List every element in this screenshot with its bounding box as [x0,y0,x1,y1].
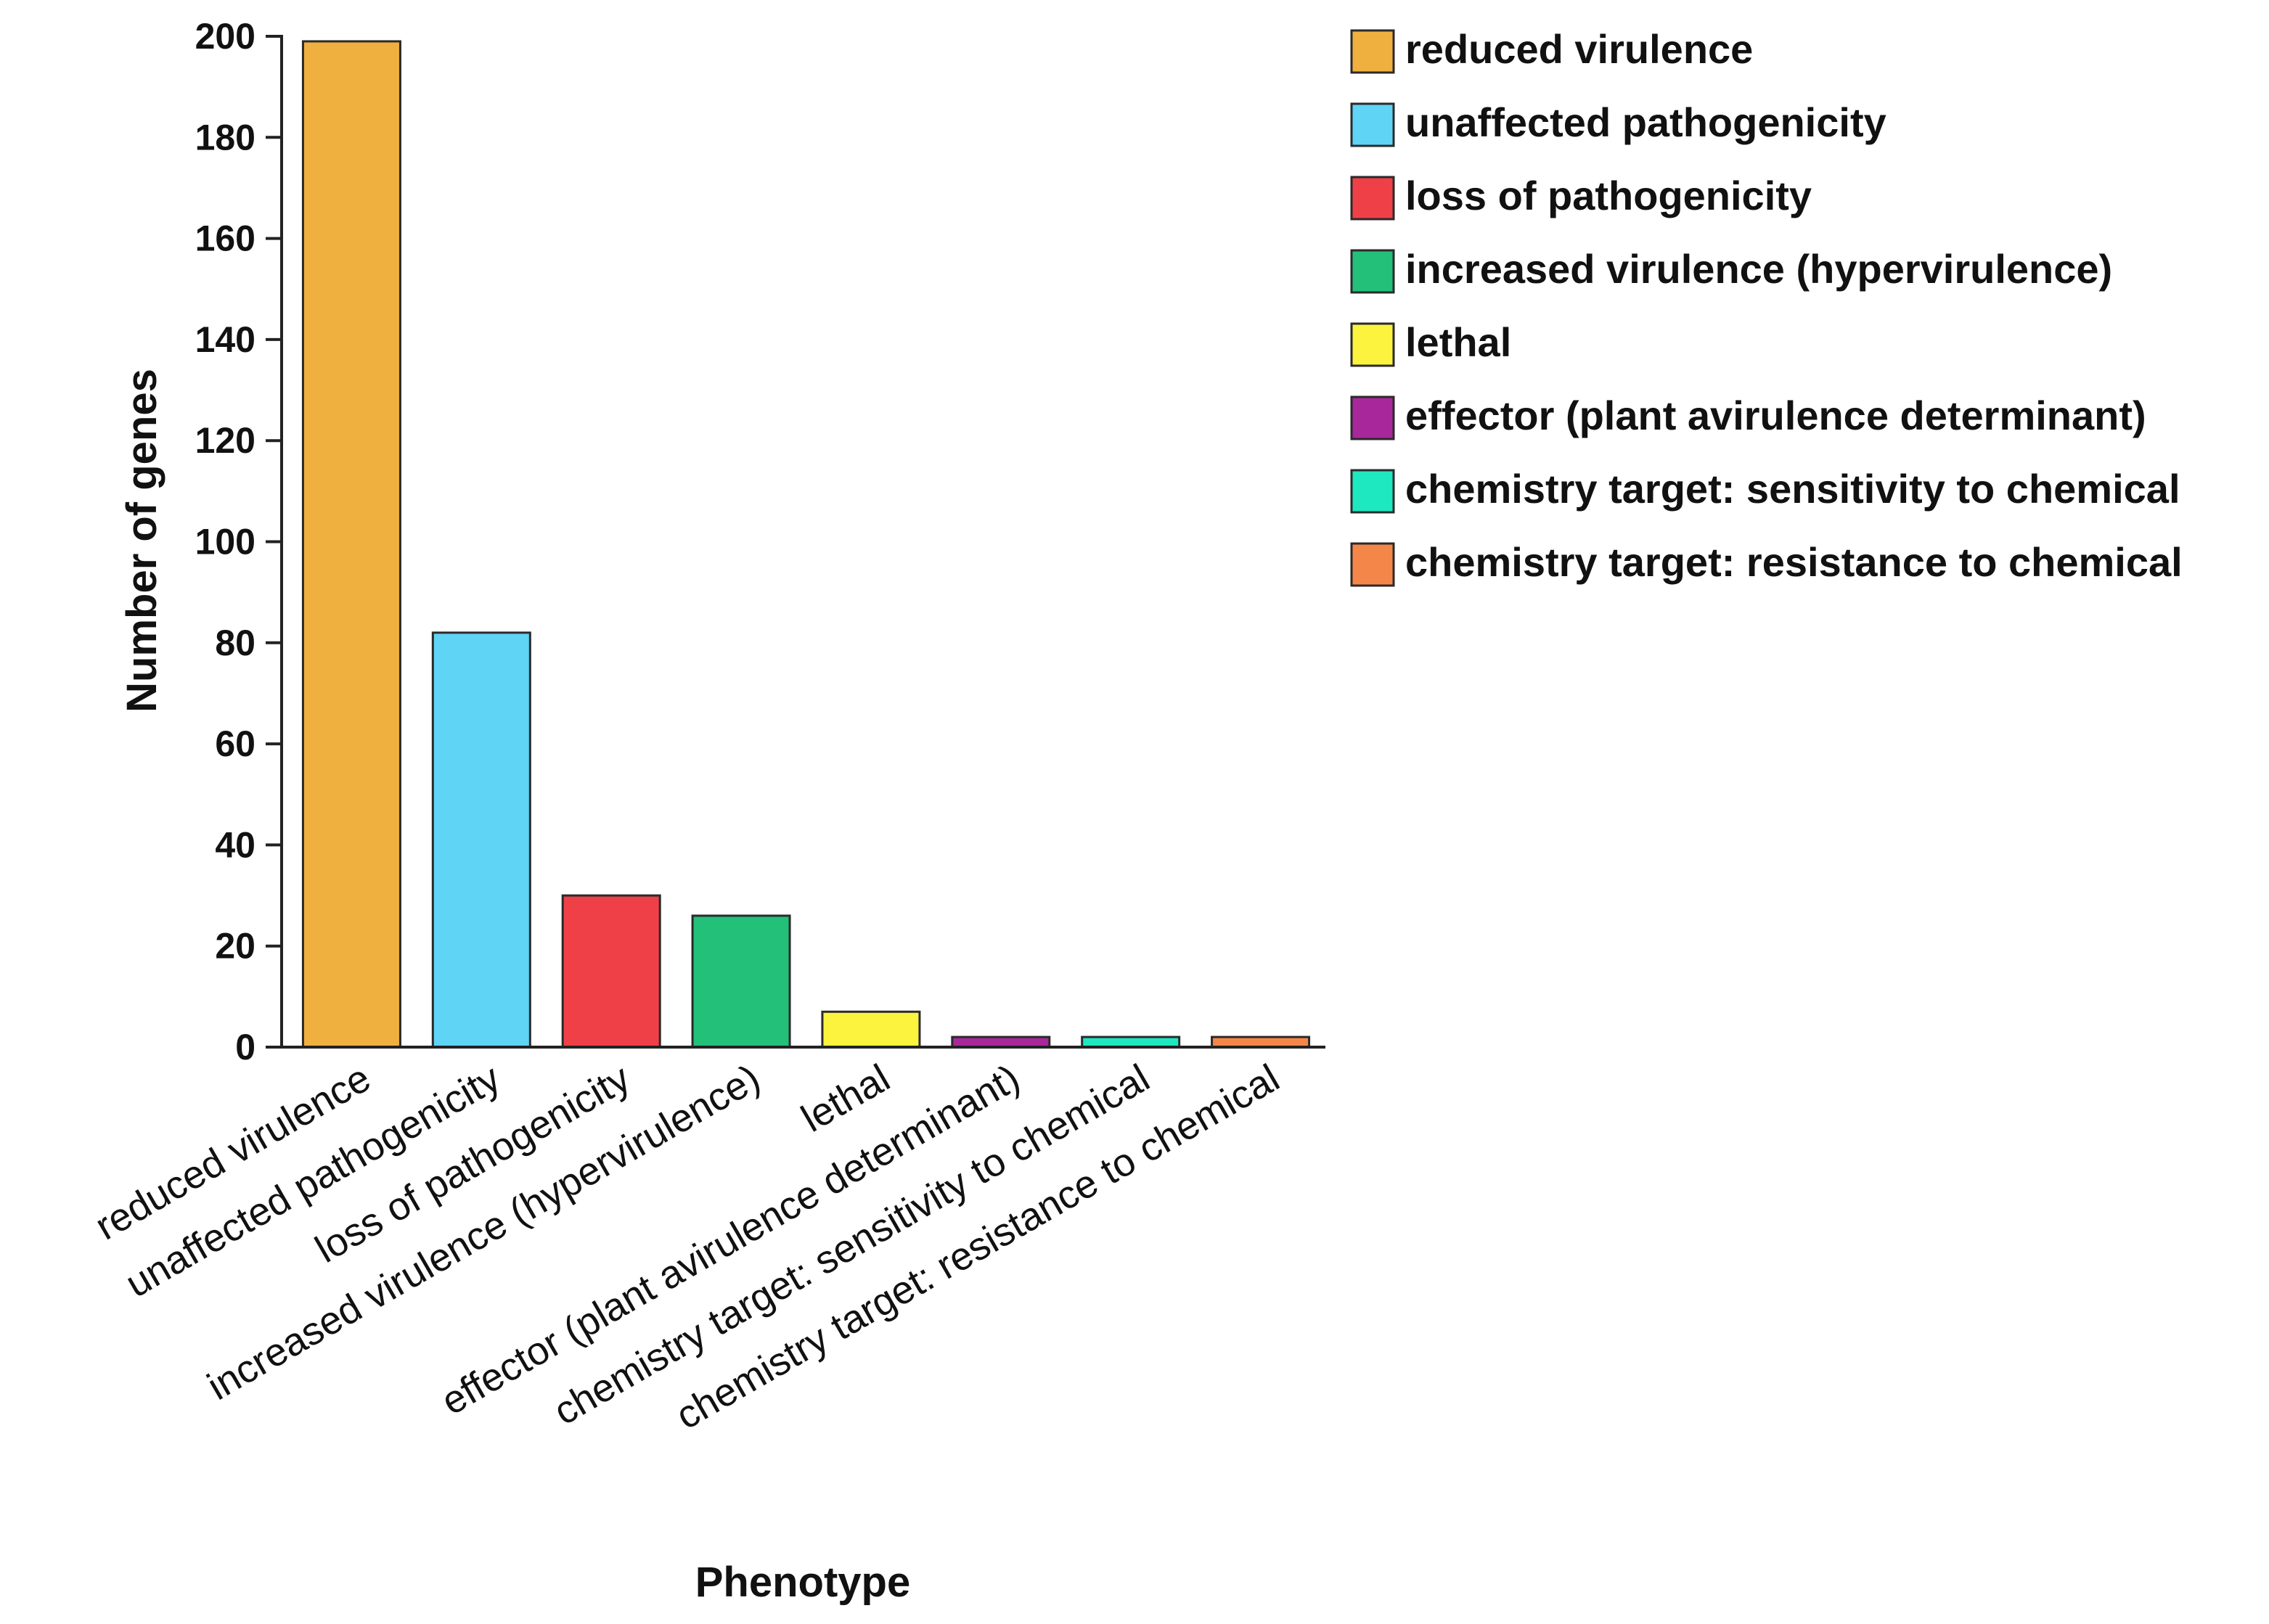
bar [1211,1035,1311,1049]
legend-swatch [1350,29,1395,74]
bars [301,40,1311,1049]
bar [691,914,791,1049]
legend-swatch [1350,542,1395,587]
bar [561,894,661,1049]
bar [821,1010,921,1049]
legend-swatch [1350,176,1395,221]
y-tick-label: 40 [215,824,255,865]
legend-label: effector (plant avirulence determinant) [1405,393,2146,438]
legend-label: increased virulence (hypervirulence) [1405,246,2112,292]
y-axis: 0 20 40 60 80 100 120 140 160 180 200 [195,16,283,1067]
y-tick-label: 80 [215,623,255,663]
legend-label: reduced virulence [1405,26,1753,72]
legend-swatch [1350,395,1395,440]
bar [951,1035,1051,1049]
bar [301,40,401,1049]
bar [1081,1035,1181,1049]
bar [431,631,531,1049]
legend-swatch [1350,322,1395,367]
y-tick-label: 60 [215,723,255,764]
legend-swatch [1350,102,1395,147]
y-tick-label: 100 [195,522,255,562]
y-tick-label: 120 [195,420,255,461]
y-axis-title: Number of genes [118,369,165,713]
legend-label: loss of pathogenicity [1405,173,1812,218]
y-tick-label: 200 [195,16,255,57]
y-tick-label: 20 [215,926,255,967]
y-tick-label: 160 [195,218,255,259]
legend: reduced virulence unaffected pathogenicit… [1350,26,2183,587]
legend-label: chemistry target: sensitivity to chemica… [1405,466,2180,512]
x-axis-title: Phenotype [695,1559,911,1606]
legend-label: chemistry target: resistance to chemical [1405,539,2183,585]
legend-label: lethal [1405,319,1511,365]
legend-swatch [1350,469,1395,514]
y-tick-label: 140 [195,319,255,360]
y-tick-label: 0 [235,1027,255,1067]
legend-swatch [1350,249,1395,294]
y-tick-label: 180 [195,117,255,157]
legend-label: unaffected pathogenicity [1405,99,1886,145]
